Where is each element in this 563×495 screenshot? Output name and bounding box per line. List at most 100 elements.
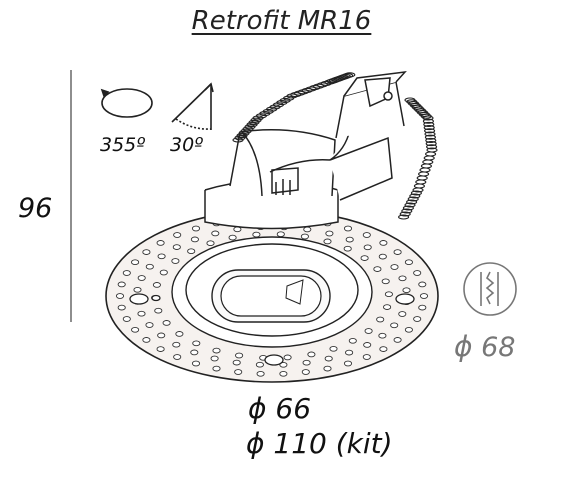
perforation-dot xyxy=(343,360,353,367)
perforation-dot xyxy=(402,287,411,294)
coil-loop xyxy=(416,175,428,181)
perforation-dot xyxy=(157,332,166,339)
perforation-dot xyxy=(122,270,131,276)
perforation-dot xyxy=(190,349,199,356)
perforation-dot xyxy=(390,264,399,270)
perforation-dot xyxy=(206,240,215,247)
perforation-dot xyxy=(228,234,237,241)
coil-loop xyxy=(426,144,438,150)
perforation-dot xyxy=(283,354,292,361)
perforation-dot xyxy=(324,355,333,362)
perforation-dot xyxy=(191,225,201,232)
coil-loop xyxy=(409,193,421,199)
coil-loop xyxy=(424,134,436,140)
perforation-dot xyxy=(307,351,316,358)
perforation-dot xyxy=(362,354,371,360)
coil-loop xyxy=(422,118,434,124)
perforation-dot xyxy=(393,249,402,255)
perforation-dot xyxy=(345,349,354,356)
coil-loop xyxy=(412,187,424,193)
perforation-dot xyxy=(190,236,199,243)
coil-loop xyxy=(313,83,325,89)
tilt-icon xyxy=(171,82,214,130)
perforation-dot xyxy=(212,365,221,372)
coil-loop xyxy=(316,82,328,88)
coil-loop xyxy=(422,159,434,165)
coil-loop xyxy=(424,128,436,134)
diameter-symbol: ϕ xyxy=(248,392,267,425)
rotation-angle-label: 355º xyxy=(100,134,146,156)
perforation-dot xyxy=(235,352,244,359)
perforation-dot xyxy=(162,320,171,326)
coil-loop xyxy=(399,211,411,217)
perforation-dot xyxy=(211,230,220,237)
coil-loop xyxy=(402,205,414,211)
perforation-dot xyxy=(142,249,151,255)
perforation-dot xyxy=(131,259,140,266)
perforation-dot xyxy=(187,248,196,255)
perforation-dot xyxy=(191,360,201,367)
coil-loop xyxy=(297,89,309,95)
perforation-dot xyxy=(390,322,399,329)
perforation-dot xyxy=(360,255,369,261)
perforation-dot xyxy=(192,340,201,347)
perforation-dot xyxy=(232,359,241,366)
diameter-label: ϕ 66 xyxy=(248,392,311,425)
perforation-dot xyxy=(323,238,332,245)
perforation-dot xyxy=(300,233,309,240)
perforation-dot xyxy=(383,304,392,310)
height-dimension-label: 96 xyxy=(18,193,53,224)
perforation-dot xyxy=(379,346,388,352)
coil-loop xyxy=(309,85,321,91)
perforation-dot xyxy=(376,316,385,323)
perforation-dot xyxy=(279,361,288,368)
coil-loop xyxy=(415,179,427,185)
coil-loop xyxy=(423,125,435,131)
perforation-dot xyxy=(364,328,373,334)
coil-loop xyxy=(420,163,432,169)
perforation-dot xyxy=(173,354,182,360)
cutout-diameter-symbol: ϕ xyxy=(454,330,473,363)
perforation-dot xyxy=(303,226,312,233)
coil-loop xyxy=(398,214,410,220)
perforation-dot xyxy=(137,310,146,317)
perforation-dot xyxy=(301,369,310,375)
perforation-dot xyxy=(159,269,168,276)
perforation-dot xyxy=(398,275,407,282)
perforation-dot xyxy=(276,231,285,238)
housing-body xyxy=(204,71,407,230)
perforation-dot xyxy=(279,370,288,377)
coil-loop xyxy=(342,73,354,79)
perforation-dot xyxy=(384,291,393,298)
perforation-dot xyxy=(343,245,352,252)
coil-loop xyxy=(406,199,418,205)
perforation-dot xyxy=(145,263,154,270)
lens-opening xyxy=(211,269,331,323)
perforation-dot xyxy=(413,270,422,276)
coil-loop xyxy=(418,171,430,177)
perforation-dot xyxy=(419,293,429,299)
perforation-dot xyxy=(418,304,427,311)
cutout-diameter-value: 68 xyxy=(481,332,516,363)
perforation-dot xyxy=(152,282,161,288)
perforation-dot xyxy=(172,244,181,250)
coil-loop xyxy=(410,190,422,196)
perforation-dot xyxy=(362,232,371,238)
perforation-dot xyxy=(115,293,125,299)
coil-loop xyxy=(424,131,436,137)
kit-diameter-symbol: ϕ xyxy=(246,427,265,460)
spring-clip-right xyxy=(398,97,438,220)
coil-loop xyxy=(301,87,313,93)
coil-loop xyxy=(425,151,437,157)
perforation-dot xyxy=(154,307,163,314)
perforation-dot xyxy=(255,361,264,368)
perforation-dot xyxy=(418,281,427,288)
perforation-dot xyxy=(133,286,142,293)
perforation-dot xyxy=(212,347,221,354)
coil-loop xyxy=(422,115,434,121)
perforation-dot xyxy=(398,311,407,317)
coil-loop xyxy=(290,92,302,98)
perforation-dot xyxy=(329,345,338,352)
